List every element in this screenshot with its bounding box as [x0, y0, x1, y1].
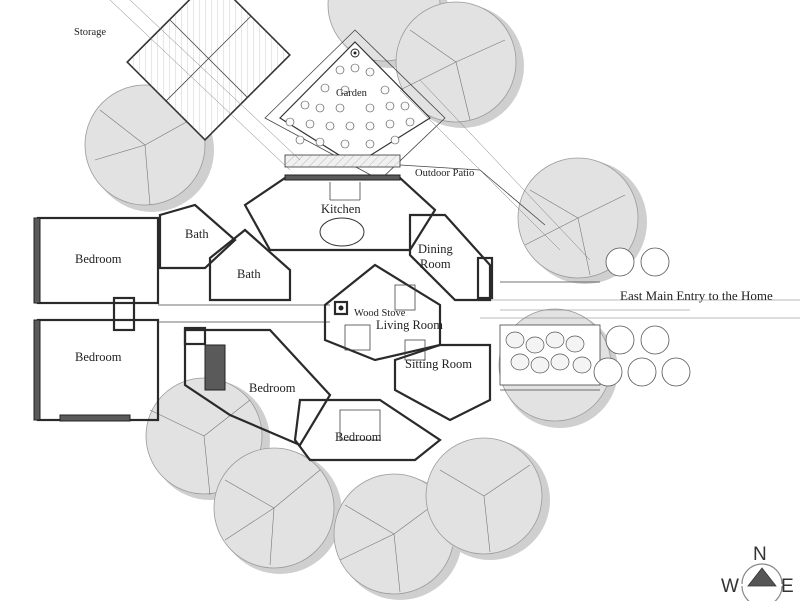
- label-bedroom-nw: Bedroom: [75, 252, 122, 266]
- storage-building: [126, 0, 291, 141]
- label-garden: Garden: [336, 88, 368, 99]
- label-bedroom-south: Bedroom: [335, 430, 382, 444]
- compass-arrow-icon: [747, 567, 777, 587]
- label-bedroom-w: Bedroom: [75, 350, 122, 364]
- label-east-entry: East Main Entry to the Home: [620, 288, 773, 303]
- tree-nw: [84, 84, 214, 212]
- label-bath-upper: Bath: [185, 227, 209, 241]
- label-wood-stove: Wood Stove: [354, 308, 406, 319]
- entry-garden: [499, 247, 691, 391]
- compass-arc-icon: [741, 563, 783, 585]
- sitting-room-walls: [393, 343, 492, 422]
- garden-area: [264, 29, 446, 181]
- compass-arc-bottom: [741, 585, 783, 601]
- bedroom-w-walls: [36, 318, 160, 422]
- label-kitchen: Kitchen: [321, 202, 361, 216]
- compass-west: W: [721, 576, 739, 597]
- label-bedroom-center: Bedroom: [249, 381, 296, 395]
- label-bath-lower: Bath: [237, 267, 261, 281]
- label-sitting-room: Sitting Room: [405, 357, 472, 371]
- bedroom-south-walls: [293, 398, 442, 462]
- dining-room-walls: [408, 213, 492, 302]
- tree-n2: [395, 1, 524, 128]
- tree-s2: [333, 473, 462, 600]
- bath-upper-walls: [158, 203, 237, 270]
- site-lines: [109, 0, 800, 319]
- label-storage: Storage: [74, 27, 106, 38]
- label-dining-room-2: Room: [420, 257, 451, 271]
- tree-s3: [425, 437, 550, 560]
- room-labels: Storage Garden Outdoor Patio Kitchen Bat…: [74, 27, 773, 444]
- compass-rose: N W E: [721, 544, 794, 601]
- label-outdoor-patio: Outdoor Patio: [415, 168, 474, 179]
- bath-lower-walls: [208, 228, 292, 302]
- compass-north: N: [753, 544, 767, 565]
- compass-east: E: [781, 576, 794, 597]
- label-living-room: Living Room: [376, 318, 443, 332]
- small-trees: [593, 247, 691, 387]
- label-dining-room-1: Dining: [418, 242, 453, 256]
- tree-s1: [213, 447, 342, 574]
- house-walls: [33, 164, 546, 462]
